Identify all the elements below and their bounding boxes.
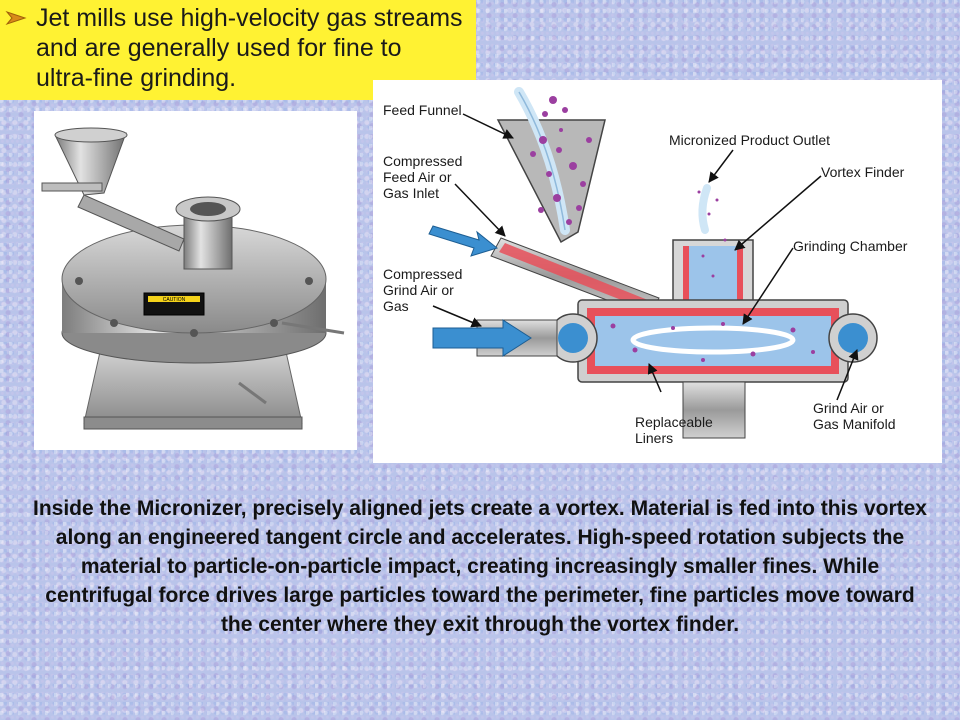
vortex-swirl — [630, 325, 796, 355]
label-liners-1: Replaceable — [635, 414, 713, 430]
label-manifold-1: Grind Air or — [813, 400, 884, 416]
micronizer-illustration: CAUTION — [41, 127, 345, 430]
label-compressed-grind-1: Compressed — [383, 266, 463, 282]
jet-mill-cross-section — [428, 87, 878, 439]
label-grinding-chamber: Grinding Chamber — [793, 238, 908, 254]
particles — [530, 96, 815, 362]
jet-mill-diagram: Feed Funnel Compressed Feed Air or Gas I… — [373, 80, 942, 463]
product-outlet-arrow — [698, 184, 711, 234]
title-banner: Jet mills use high-velocity gas streams … — [0, 0, 476, 100]
label-feed-funnel: Feed Funnel — [383, 102, 462, 118]
label-compressed-grind-3: Gas — [383, 298, 409, 314]
label-compressed-grind-2: Grind Air or — [383, 282, 454, 298]
grind-air-arrow — [432, 319, 532, 357]
label-manifold-2: Gas Manifold — [813, 416, 896, 432]
description-caption: Inside the Micronizer, precisely aligned… — [33, 497, 927, 636]
label-vortex-finder: Vortex Finder — [821, 164, 905, 180]
banner-line-2: and are generally used for fine to — [36, 34, 402, 62]
label-compressed-feed-1: Compressed — [383, 153, 463, 169]
feed-air-arrow — [428, 225, 499, 257]
label-compressed-feed-3: Gas Inlet — [383, 185, 440, 201]
callout-arrows — [432, 113, 859, 401]
banner-line-1: Jet mills use high-velocity gas streams — [36, 4, 463, 32]
label-compressed-feed-2: Feed Air or — [383, 169, 452, 185]
banner-line-3: ultra-fine grinding. — [36, 64, 237, 92]
micronizer-photo: CAUTION — [34, 111, 357, 450]
label-liners-2: Liners — [635, 430, 674, 446]
arrow-bullet-icon — [5, 10, 27, 26]
caution-label: CAUTION — [163, 297, 186, 303]
label-micronized-outlet: Micronized Product Outlet — [669, 132, 831, 148]
